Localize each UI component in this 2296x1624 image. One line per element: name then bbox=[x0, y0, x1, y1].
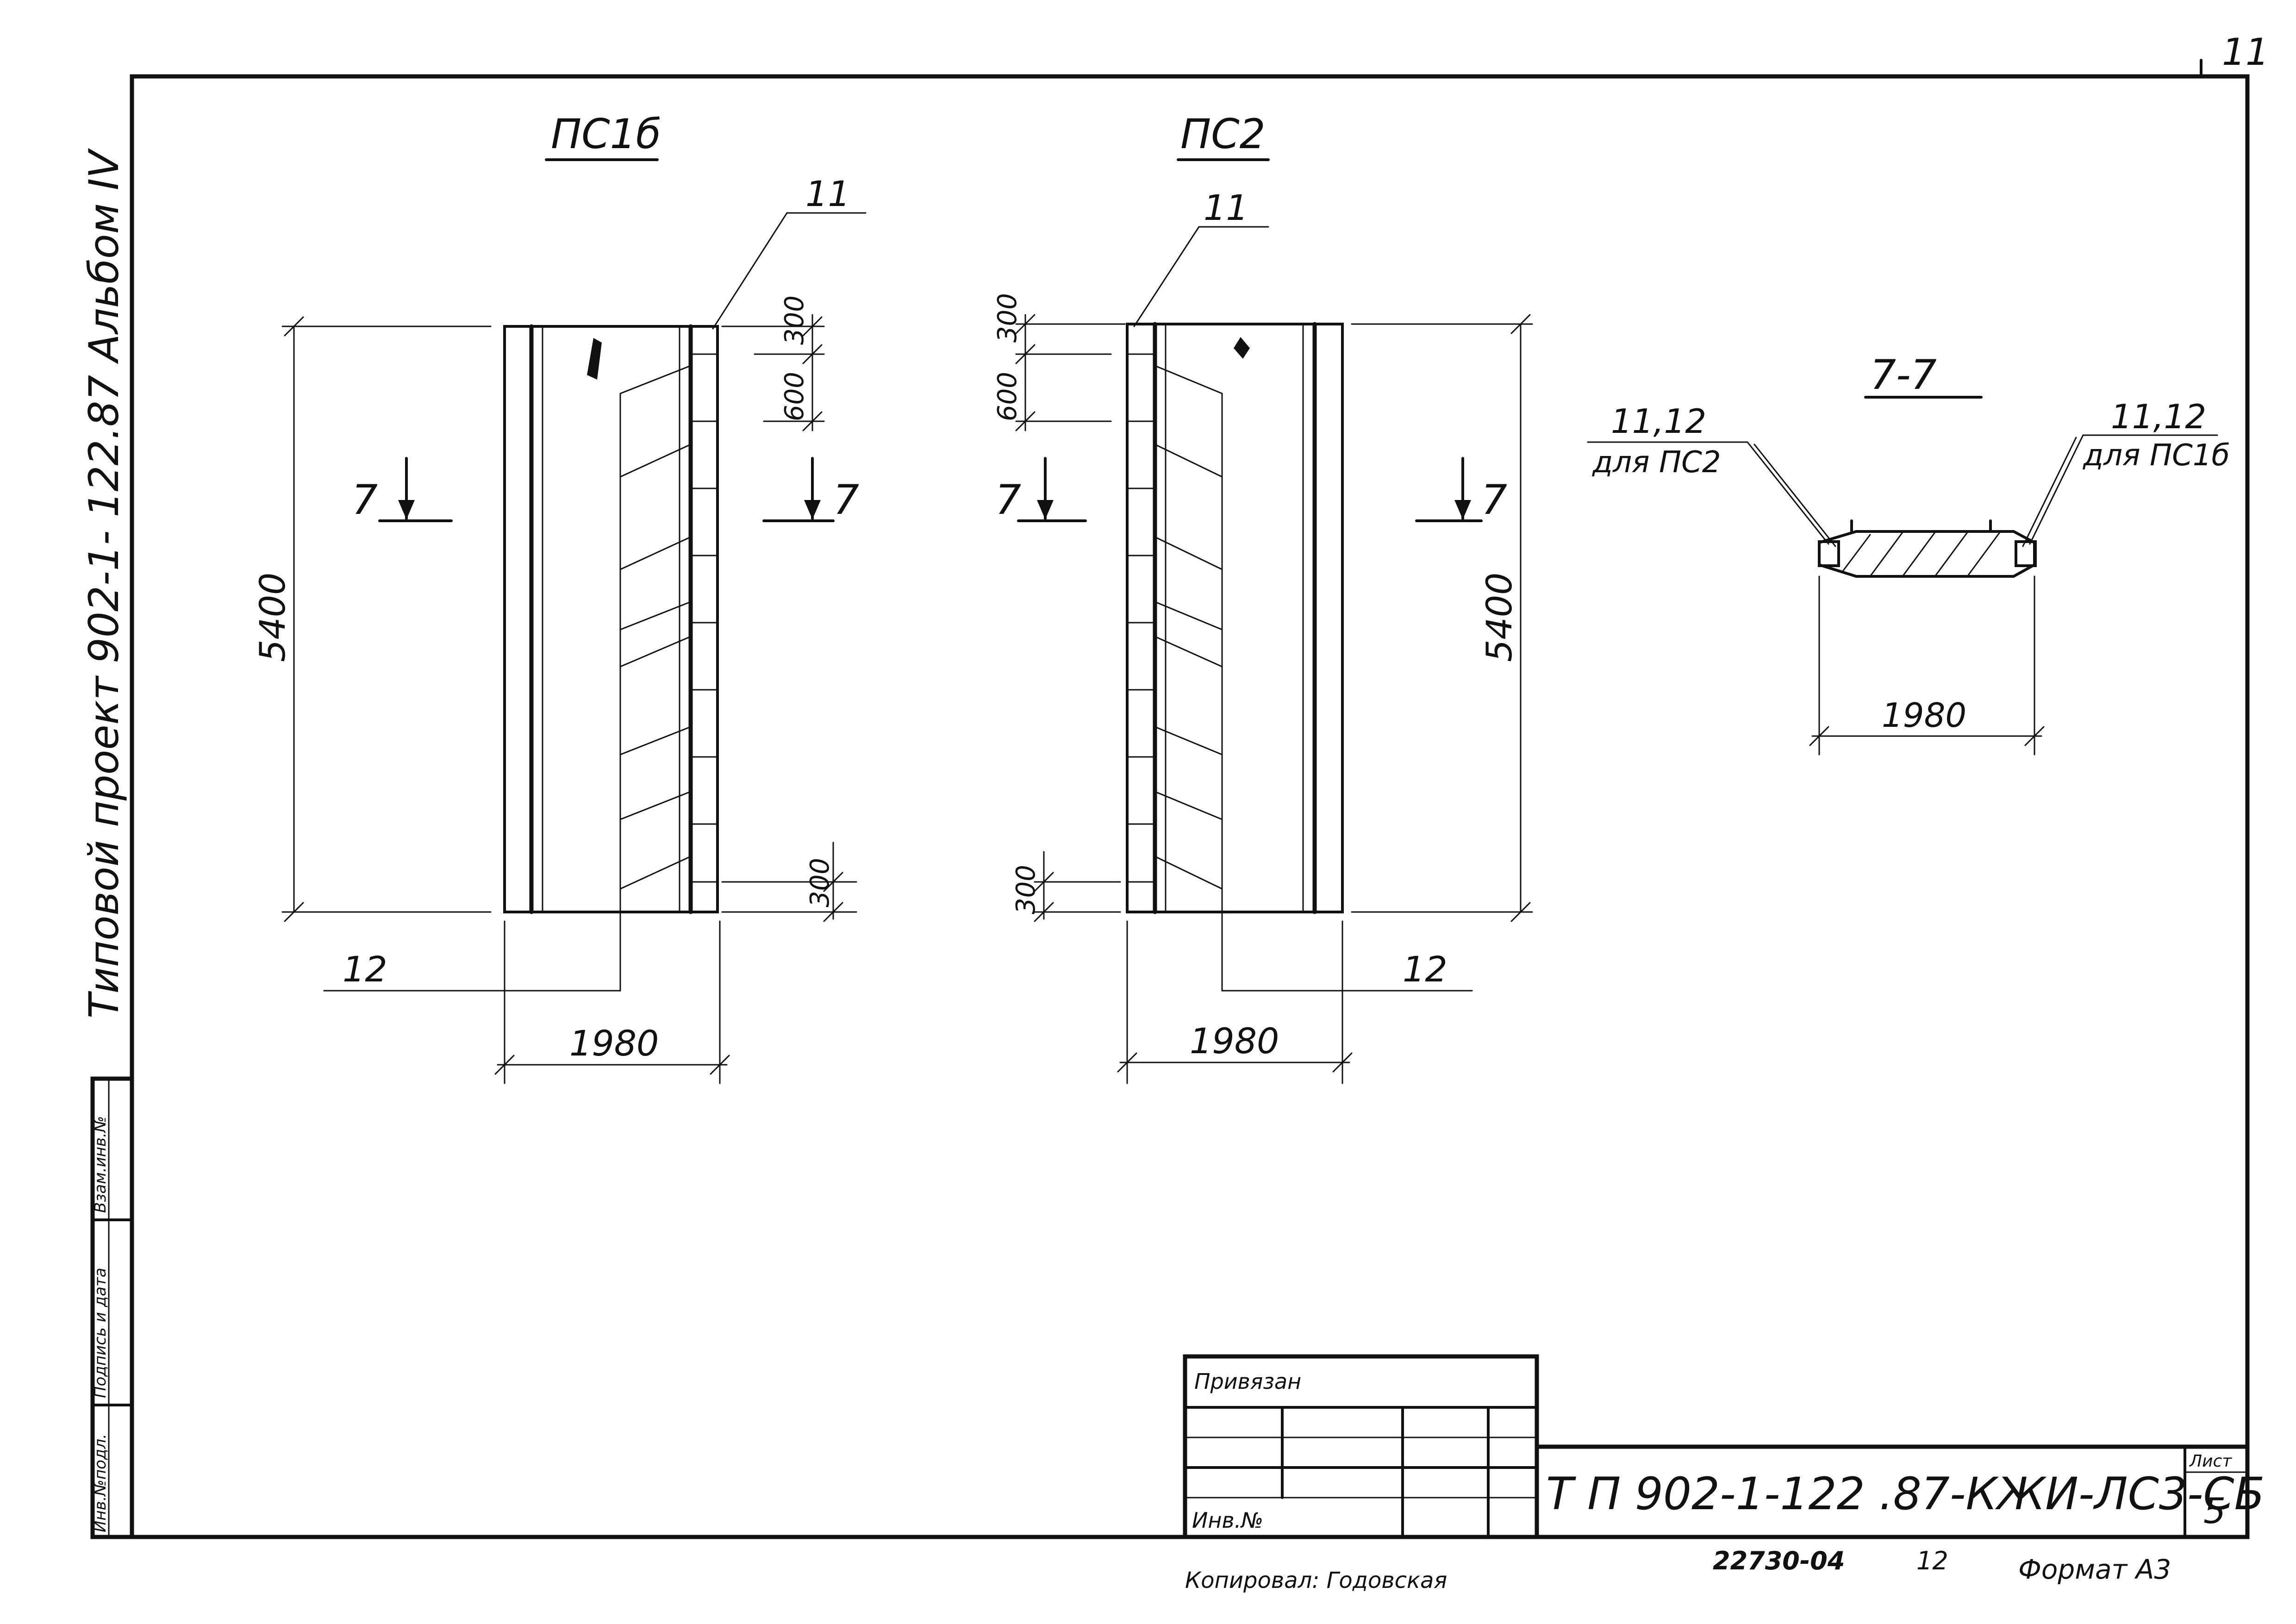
ps1b-callout-11: 11 bbox=[805, 173, 850, 214]
view-ps2: ПС2 12 bbox=[992, 110, 1533, 1084]
page-number: 12 bbox=[1916, 1546, 1948, 1575]
order-number: 22730-04 bbox=[1713, 1546, 1845, 1575]
ps1b-dim-300-bottom: 300 bbox=[805, 858, 835, 907]
side-stamp bbox=[90, 1076, 134, 1539]
ps2-title: ПС2 bbox=[1180, 110, 1266, 158]
ps1b-dim-width: 1980 bbox=[569, 1023, 659, 1064]
ps2-callout-11: 11 bbox=[1204, 187, 1248, 228]
stamp-inv-podl: Инв.№подл. bbox=[91, 1434, 110, 1532]
view-ps1b: ПС1б bbox=[252, 110, 867, 1084]
sheet-corner-number: 11 bbox=[2222, 31, 2269, 74]
section-dim-width: 1980 bbox=[1882, 696, 1966, 735]
ps2-section-right: 7 bbox=[1481, 476, 1507, 524]
ps1b-callout-12: 12 bbox=[343, 949, 387, 990]
copied-by: Копировал: Годовская bbox=[1185, 1568, 1447, 1593]
ps2-dim-600: 600 bbox=[992, 372, 1023, 421]
ps2-dim-height: 5400 bbox=[1479, 573, 1520, 662]
bound-label: Привязан bbox=[1194, 1369, 1301, 1394]
binding-block bbox=[1183, 1354, 1539, 1539]
sheet-number: 5 bbox=[2203, 1490, 2226, 1531]
ps1b-section-left: 7 bbox=[352, 476, 378, 524]
section-right-note: для ПС1б bbox=[2083, 438, 2230, 473]
ps2-callout-12: 12 bbox=[1403, 949, 1447, 990]
ps2-dim-300-bottom: 300 bbox=[1011, 865, 1041, 914]
paper-format: Формат А3 bbox=[2018, 1554, 2171, 1585]
ps1b-dim-600: 600 bbox=[780, 372, 810, 421]
ps1b-section-right: 7 bbox=[833, 476, 859, 524]
section-left-note: для ПС2 bbox=[1592, 445, 1721, 480]
section-7-7: 7-7 11,12 для ПС2 11,12 для ПС1б 1980 bbox=[1587, 351, 2230, 756]
sheet-label: Лист bbox=[2189, 1452, 2232, 1471]
inv-label: Инв.№ bbox=[1192, 1508, 1263, 1533]
ps1b-dim-300-top: 300 bbox=[780, 295, 810, 345]
ps2-section-left: 7 bbox=[995, 476, 1021, 524]
ps1b-title: ПС1б bbox=[551, 110, 661, 158]
main-title-block bbox=[1535, 1444, 2250, 1538]
section-right-callout: 11,12 bbox=[2111, 397, 2206, 436]
ps2-dim-width: 1980 bbox=[1190, 1020, 1279, 1062]
document-code: Т П 902-1-122 .87-КЖИ-ЛС3-СБ bbox=[1546, 1468, 2265, 1520]
stamp-replace-inv: Взам.инв.№ bbox=[91, 1116, 110, 1213]
stamp-signature-date: Подпись и дата bbox=[91, 1268, 110, 1398]
sheet-frame bbox=[130, 59, 2250, 1539]
ps1b-dim-height: 5400 bbox=[252, 573, 293, 662]
section-left-callout: 11,12 bbox=[1611, 402, 1706, 441]
ps2-dim-300-top: 300 bbox=[992, 293, 1023, 343]
section-title: 7-7 bbox=[1870, 351, 1937, 399]
side-title: Типовой проект 902-1- 122.87 Альбом IV bbox=[80, 148, 128, 1018]
